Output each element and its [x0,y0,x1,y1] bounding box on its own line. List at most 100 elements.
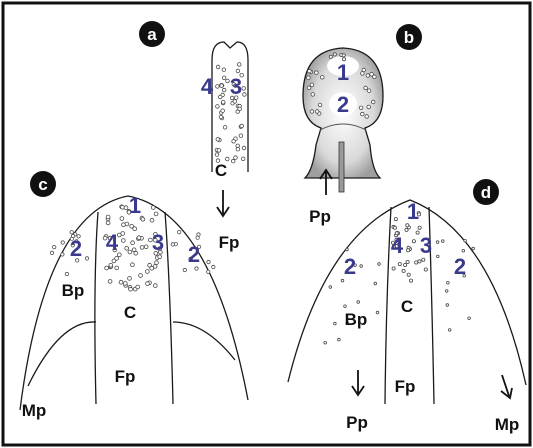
panel-c-region-3: 3 [152,230,164,255]
panel-d-region-2-left: 2 [344,254,356,279]
cell-dot [424,268,427,271]
cell-dot [236,147,240,151]
cell-dot [341,279,344,282]
cell-dot [367,89,371,93]
cell-dot [108,280,112,284]
cell-dot [315,71,319,75]
cell-dot [154,212,158,216]
cell-dot [442,240,445,243]
cell-dot [153,284,157,288]
cell-dot [137,236,141,240]
cell-dot [366,74,370,78]
panel-d-region-2-right: 2 [454,254,466,279]
cell-dot [415,261,418,264]
cell-dot [231,159,235,163]
cell-dot [445,290,448,293]
panel-b-tissue-strand [339,142,344,192]
cell-dot [119,280,123,284]
cell-dot [436,241,439,244]
cell-dot [307,76,311,80]
cell-dot [216,85,220,89]
cell-dot [333,53,336,56]
cell-dot [315,110,319,114]
cell-dot [378,263,381,266]
cell-dot [226,79,230,83]
cell-dot [125,246,129,250]
cell-dot [53,245,56,248]
cell-dot [311,93,315,97]
cell-dot [217,149,221,153]
cell-dot [106,221,110,225]
cell-dot [361,72,365,76]
cell-dot [370,73,374,77]
cell-dot [150,266,154,270]
panel-c-label-mp: Mp [22,401,47,420]
cell-dot [243,93,247,97]
cell-dot [371,100,375,104]
cell-dot [61,241,64,244]
cell-dot [329,55,332,58]
cell-dot [115,257,119,261]
panel-c-label-c: C [124,303,136,322]
cell-dot [105,266,109,270]
cell-dot [221,100,225,104]
cell-dot [222,68,226,72]
cell-dot [121,239,125,243]
cell-dot [448,329,451,332]
panel-b-region-2: 2 [337,92,349,117]
cell-dot [242,146,246,150]
panel-c-region-1: 1 [129,193,141,218]
cell-dot [462,249,465,252]
cell-dot [394,218,397,221]
cell-dot [183,268,186,271]
cell-dot [407,273,410,276]
cell-dot [239,134,243,138]
cell-dot [150,218,154,222]
cell-dot [106,215,110,219]
cell-dot [216,138,220,142]
cell-dot [393,226,396,229]
cell-dot [141,217,145,221]
cell-dot [120,217,124,221]
cell-dot [216,65,220,69]
cell-dot [212,265,215,268]
cell-dot [307,86,311,90]
cell-dot [109,263,113,267]
panel-b-label-pp: Pp [309,207,331,226]
cell-dot [195,267,198,270]
cell-dot [178,230,181,233]
cell-dot [398,263,401,266]
panel-a-badge-label: a [147,25,157,44]
cell-dot [446,304,449,307]
cell-dot [131,263,135,267]
cell-dot [310,83,314,87]
cell-dot [344,305,347,308]
cell-dot [409,279,412,282]
cell-dot [171,243,174,246]
panel-d-label-pp: Pp [346,413,368,432]
cell-dot [129,287,133,291]
cell-dot [412,240,415,243]
cell-dot [447,281,450,284]
cell-dot [365,115,369,119]
cell-dot [241,157,245,161]
cell-dot [357,301,360,304]
cell-dot [242,87,246,91]
panel-d-label-mp: Mp [495,415,520,434]
cell-dot [132,248,136,252]
cell-dot [334,322,337,325]
cell-dot [146,282,150,286]
cell-dot [155,261,159,265]
cell-dot [144,245,148,249]
cell-dot [464,239,467,242]
cell-dot [416,231,419,234]
panel-c-region-2-right: 2 [188,242,200,267]
cell-dot [65,272,68,275]
cell-dot [221,109,225,113]
panel-d-region-1: 1 [407,199,419,224]
cell-dot [222,88,226,92]
cell-dot [329,286,332,289]
cell-dot [121,232,125,236]
